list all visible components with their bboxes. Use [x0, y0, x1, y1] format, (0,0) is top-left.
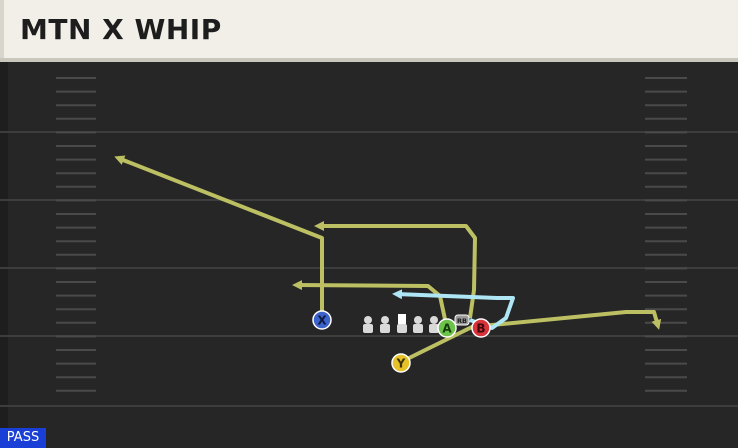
player-a-label: A [442, 322, 452, 336]
lineman [429, 316, 439, 333]
player-y-label: Y [396, 357, 406, 371]
player-rb: RB [454, 314, 470, 326]
route-post-over [314, 221, 477, 319]
play-type-badge: PASS [0, 428, 46, 448]
player-b-label: B [476, 322, 485, 336]
play-title: MTN X WHIP [20, 13, 222, 46]
lineman [413, 316, 423, 333]
title-bar: MTN X WHIP [0, 0, 738, 62]
player-x: X [312, 310, 332, 330]
hash-marks-right [645, 77, 687, 392]
player-b-marker [471, 318, 491, 338]
player-a-marker [437, 318, 457, 338]
player-rb-marker [454, 314, 470, 326]
route-b [481, 310, 662, 330]
yard-lines [0, 131, 738, 407]
route-x [114, 155, 324, 318]
offensive-line [363, 314, 439, 333]
football-field [0, 62, 738, 448]
player-x-label: X [317, 314, 327, 328]
player-a: A [437, 318, 457, 338]
route-a [292, 280, 448, 325]
center-lineman [397, 314, 407, 333]
lineman [363, 316, 373, 333]
lineman [380, 316, 390, 333]
hash-marks-left [56, 77, 96, 392]
player-y: Y [391, 353, 411, 373]
player-x-marker [312, 310, 332, 330]
player-rb-label: RB [457, 317, 467, 325]
player-y-marker [391, 353, 411, 373]
player-b: B [471, 318, 491, 338]
route-y [400, 320, 483, 364]
field-edge [0, 62, 8, 448]
